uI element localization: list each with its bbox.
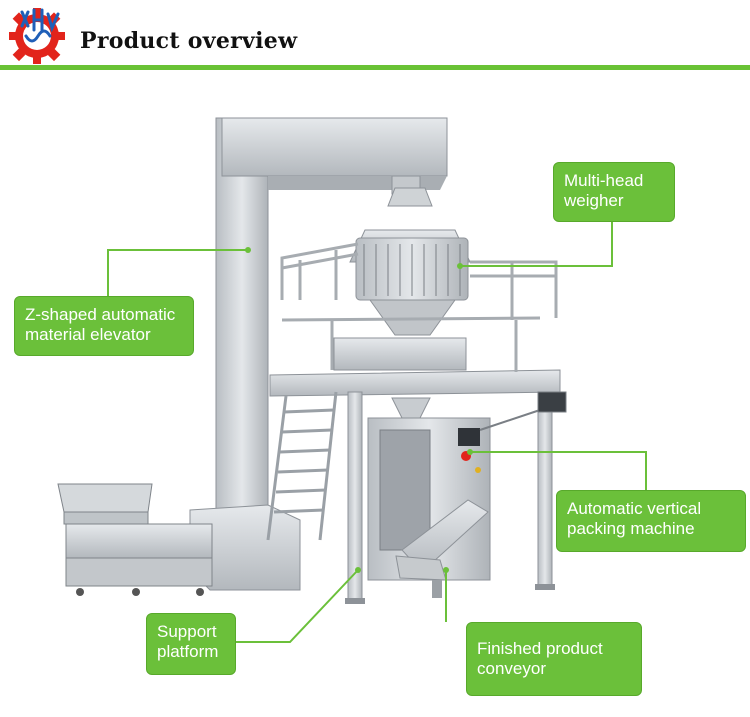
header-divider — [0, 65, 750, 70]
callout-multihead-weigher: Multi-head weigher — [553, 162, 675, 222]
callout-support-platform: Support platform — [146, 613, 236, 675]
callout-z-elevator-line2: material elevator — [25, 325, 151, 344]
callout-packing-machine: Automatic vertical packing machine — [556, 490, 746, 552]
callout-multihead-weigher-line1: Multi-head — [564, 171, 644, 190]
callout-packing-machine-line1: Automatic vertical — [567, 499, 702, 518]
callout-product-conveyor-line2: conveyor — [477, 659, 546, 678]
callout-support-platform-line2: platform — [157, 642, 219, 661]
callout-z-elevator-line1: Z-shaped automatic — [25, 305, 176, 324]
callout-multihead-weigher-line2: weigher — [564, 191, 624, 210]
callout-product-conveyor: Finished product conveyor — [466, 622, 642, 696]
page-header: Product overview — [0, 0, 750, 72]
packing-machine-illustration — [57, 117, 567, 604]
page-title: Product overview — [80, 28, 298, 54]
callout-support-platform-line1: Support — [157, 622, 217, 641]
callout-packing-machine-line2: packing machine — [567, 519, 695, 538]
gear-logo-icon — [9, 8, 65, 64]
callout-product-conveyor-line1: Finished product — [477, 639, 603, 658]
callout-z-elevator: Z-shaped automatic material elevator — [14, 296, 194, 356]
